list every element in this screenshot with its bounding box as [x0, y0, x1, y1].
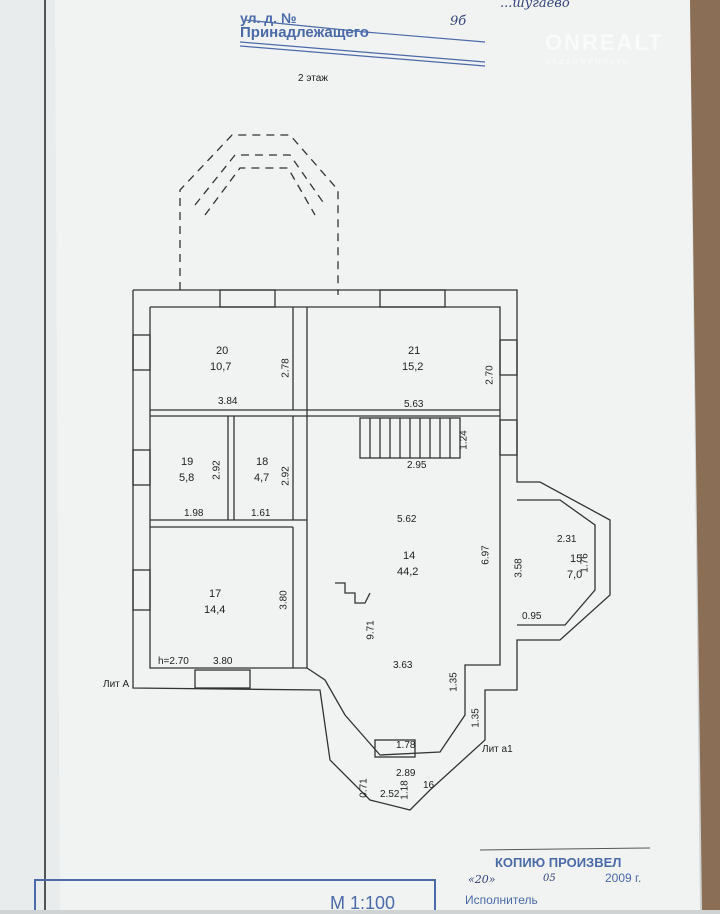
- dimension: 1.35: [448, 672, 460, 692]
- dimension: 2.89: [396, 768, 416, 779]
- watermark-sub: недвижимость: [545, 56, 630, 66]
- lit-a-label: Лит А: [103, 679, 130, 690]
- lit-a1-label: Лит а1: [482, 744, 513, 755]
- ceiling-height: h=2.70: [158, 656, 189, 667]
- room-area: 4,7: [254, 472, 270, 484]
- room-number: 15: [570, 553, 583, 565]
- room-area: 15,2: [402, 361, 424, 373]
- dimension: 3.80: [278, 590, 290, 610]
- stamp-title: КОПИЮ ПРОИЗВЕЛ: [495, 855, 622, 870]
- watermark-brand: ONREALT: [545, 30, 664, 55]
- scale-label: М 1:100: [330, 893, 396, 913]
- stamp-year: 2009 г.: [605, 871, 642, 885]
- executor-label: Исполнитель: [465, 893, 538, 907]
- dimension: 1.76: [579, 553, 591, 573]
- dimension: 1.24: [458, 430, 470, 450]
- dimension: 2.92: [211, 460, 223, 480]
- dimension: 3.58: [513, 558, 525, 578]
- dimension: 3.63: [393, 660, 413, 671]
- room-number: 19: [181, 456, 194, 468]
- dimension: 1.78: [396, 740, 416, 751]
- dimension: 2.78: [280, 358, 292, 378]
- dimension: 2.70: [484, 365, 496, 385]
- dimension: 5.63: [404, 399, 424, 410]
- village-name: ...шугаево: [500, 0, 570, 11]
- dimension: 1.18: [399, 780, 411, 800]
- street-label: ул. д. №: [240, 10, 297, 26]
- room-number: 20: [216, 345, 229, 357]
- dimension: 1.35: [470, 708, 482, 728]
- dimension: 0.71: [358, 778, 370, 798]
- room-area: 14,4: [204, 604, 226, 616]
- dimension: 2.31: [557, 534, 577, 545]
- dimension: 1.61: [251, 508, 271, 519]
- dimension: 6.97: [480, 545, 492, 565]
- room-number: 21: [408, 345, 421, 357]
- dimension: 0.95: [522, 611, 542, 622]
- room-area: 7,0: [567, 569, 583, 581]
- dimension: 2.92: [280, 466, 292, 486]
- room-area: 10,7: [210, 361, 232, 373]
- stamp-month: 05: [543, 873, 556, 884]
- room-area: 5,8: [179, 472, 195, 484]
- room-number: 16: [423, 780, 435, 791]
- dimension: 2.95: [407, 460, 427, 471]
- dimension: 3.80: [213, 656, 233, 667]
- owner-label: Принадлежащего: [240, 24, 369, 41]
- room-number: 14: [403, 550, 416, 562]
- house-number: 9б: [450, 14, 467, 29]
- room-area: 44,2: [397, 566, 419, 578]
- dimension: 1.98: [184, 508, 204, 519]
- dimension: 5.62: [397, 514, 417, 525]
- dimension: 9.71: [365, 620, 377, 640]
- dimension: 2.52: [380, 789, 400, 800]
- dimension: 3.84: [218, 396, 238, 407]
- floor-title: 2 этаж: [298, 73, 328, 84]
- room-number: 17: [209, 588, 222, 600]
- stamp-day: «20»: [468, 873, 496, 886]
- room-number: 18: [256, 456, 269, 468]
